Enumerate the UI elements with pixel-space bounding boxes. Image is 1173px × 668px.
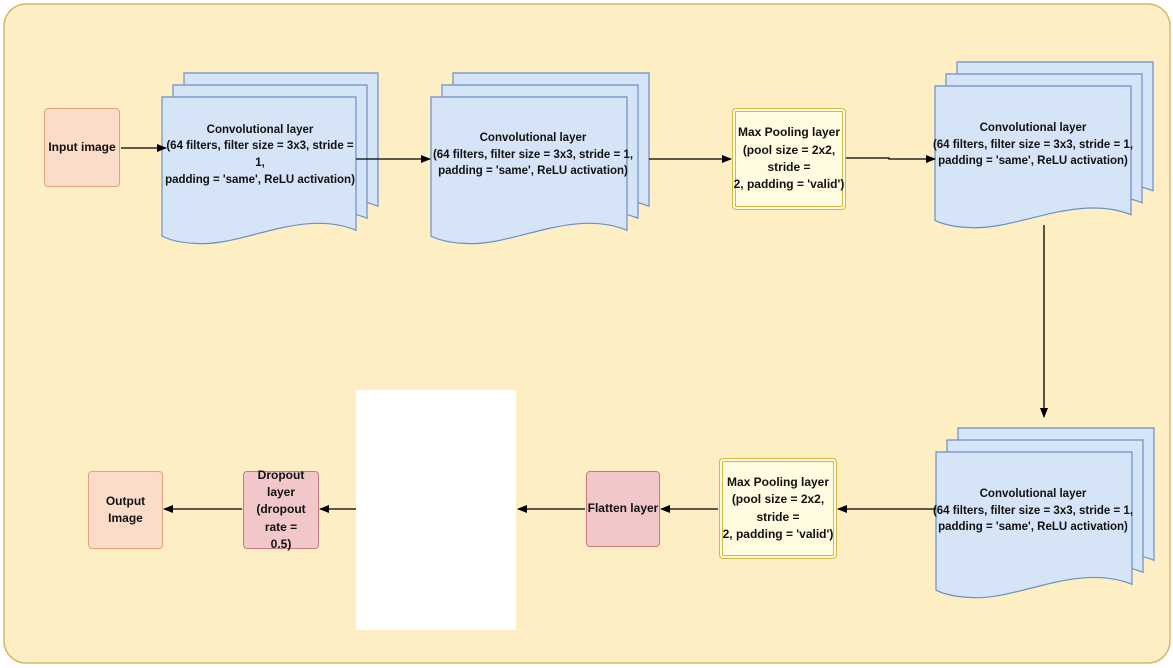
- connector-arrows: [121, 144, 1048, 513]
- max-pooling-layer-1-detail-2: 2, padding = 'valid'): [733, 177, 845, 192]
- conv-layer-4-stack: [935, 427, 1155, 599]
- conv-layer-1-sheet-1: [161, 96, 357, 245]
- dropout-layer-detail-1: (dropout rate =: [256, 502, 306, 534]
- output-image-label: Output Image: [105, 493, 146, 525]
- max-pooling-layer-2-detail-2: 2, padding = 'valid'): [722, 526, 834, 541]
- conv-layer-3-stack: [934, 61, 1154, 229]
- output-image-box: Output Image: [88, 471, 163, 549]
- conv-layer-4-sheet-1: [935, 451, 1133, 599]
- conv-layer-1-stack: [161, 72, 379, 245]
- dropout-layer-box: Dropout layer (dropout rate = 0.5): [243, 468, 319, 551]
- max-pooling-layer-1-box: Max Pooling layer (pool size = 2x2, stri…: [732, 108, 846, 210]
- dropout-layer-detail-2: 0.5): [270, 537, 292, 552]
- fully-connected-network-icon: [356, 390, 516, 630]
- max-pooling-layer-2-title: Max Pooling layer: [726, 474, 830, 489]
- conv-layer-3-sheet-1: [934, 85, 1132, 229]
- max-pooling-layer-1-detail-1: (pool size = 2x2, stride =: [742, 142, 836, 174]
- max-pooling-layer-1-title: Max Pooling layer: [737, 125, 841, 140]
- arrow-pool1-to-conv3: [846, 155, 936, 163]
- max-pooling-layer-2-detail-1: (pool size = 2x2, stride =: [731, 492, 825, 524]
- input-image-box: Input image: [44, 108, 120, 187]
- flatten-layer-label: Flatten layer: [587, 501, 659, 516]
- dropout-layer-title: Dropout layer: [257, 467, 305, 499]
- input-image-label: Input image: [48, 139, 116, 154]
- max-pooling-layer-2-box: Max Pooling layer (pool size = 2x2, stri…: [719, 458, 837, 559]
- conv-layer-2-sheet-1: [430, 96, 628, 245]
- flatten-layer-box: Flatten layer: [586, 471, 660, 547]
- conv-layer-2-stack: [430, 72, 650, 245]
